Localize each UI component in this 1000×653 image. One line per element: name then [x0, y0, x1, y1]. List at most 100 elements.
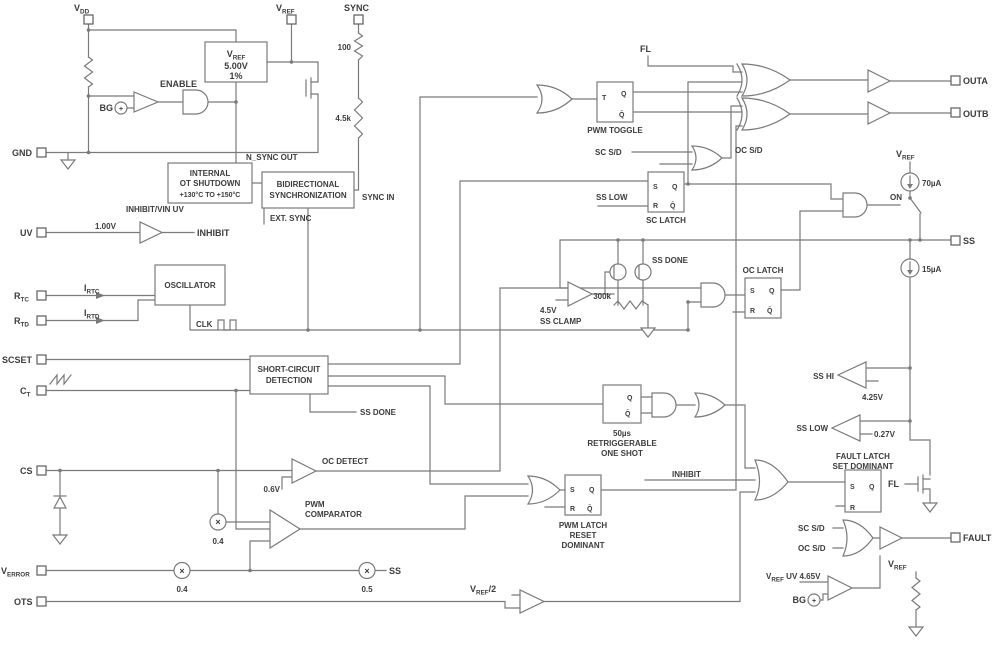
ground-icon [51, 534, 69, 545]
label-bg-2: BG [793, 595, 807, 605]
ground-icon [639, 327, 657, 338]
ground-icon [59, 159, 77, 170]
label-nsync-out: N_SYNC OUT [246, 153, 298, 162]
ff-letter-qb: Q̄ [625, 409, 631, 418]
comparator-vref-uv [827, 575, 854, 601]
block-ot-line1: INTERNAL [190, 169, 231, 178]
and-gate-enable [182, 89, 209, 115]
wire-top-left [45, 23, 360, 225]
comparator-ss-hi [836, 361, 867, 389]
zener-diode-body [52, 495, 68, 509]
ground-icon [907, 626, 925, 637]
ff-letter-q: Q [589, 487, 595, 494]
comparator-ss-low [830, 414, 861, 442]
label-0v6: 0.6V [264, 485, 281, 494]
label-clk: CLK [196, 320, 213, 329]
current-source-arrowhead [907, 270, 913, 275]
transistor-ss-done-1 [609, 263, 627, 281]
block-scd-line2: DETECTION [266, 376, 312, 385]
sawtooth-waveform-icon [49, 373, 72, 386]
pin-ss: SS [950, 235, 975, 246]
block-vref-regulator: VREF 5.00V 1% [204, 41, 268, 83]
latch-sc: S Q R Q̄ SC LATCH [646, 171, 686, 225]
label-ext-sync: EXT. SYNC [270, 214, 312, 223]
label-fl-2: FL [888, 479, 899, 489]
or-gate-fault-out [842, 519, 874, 557]
pin-rtd: RTD [14, 315, 47, 329]
wire-ots [45, 491, 756, 609]
pin-verror-label: VERROR [1, 566, 30, 579]
label-1v00: 1.00V [95, 222, 117, 231]
resistor-300k [613, 300, 649, 310]
label-vref-uv: VREF UV 4.65V [766, 572, 821, 584]
label-one-shot-1: 50µs [613, 429, 632, 438]
label-sync-in: SYNC IN [362, 193, 395, 202]
label-pwm-latch-1: PWM LATCH [559, 521, 608, 530]
comparator-oc-detect [291, 458, 318, 484]
and-gate-one-shot [651, 392, 677, 418]
pin-outb-label: OUTB [963, 109, 989, 119]
block-bidir-line1: BIDIRECTIONAL [277, 180, 340, 189]
wire-fault-bottom [787, 478, 952, 628]
ground-icon [921, 502, 939, 513]
label-pwm-latch-3: DOMINANT [561, 541, 604, 550]
flipflop-pwm-toggle: T Q Q̄ PWM TOGGLE [587, 81, 643, 135]
ff-letter-qb: Q̄ [619, 110, 625, 119]
resistor-vdd [83, 56, 94, 88]
pin-vdd: VDD [74, 3, 94, 25]
xor-gate-outb [740, 97, 792, 131]
resistor-vref-bottom [911, 577, 921, 611]
ff-letter-r: R [850, 505, 855, 512]
pin-vdd-label: VDD [74, 3, 90, 16]
buffer-outa [867, 69, 892, 93]
resistor-100 [353, 32, 364, 61]
pin-ct-label: CT [20, 386, 31, 399]
ff-letter-r: R [653, 203, 658, 210]
pin-sync: SYNC [344, 3, 370, 25]
ff-letter-qb: Q̄ [670, 201, 676, 210]
and-gate-oc-latch-in [700, 282, 726, 308]
pin-rtc-label: RTC [14, 291, 29, 304]
net-labels: ENABLE BG + 100 4.5k N_SYNC OUT SYNC IN … [84, 43, 942, 605]
label-one-shot-3: ONE SHOT [601, 449, 643, 458]
pin-gnd-label: GND [12, 148, 33, 158]
pin-uv-label: UV [20, 228, 33, 238]
wire-ss [555, 161, 952, 476]
label-inhibit-vin-uv: INHIBIT/VIN UV [126, 205, 184, 214]
label-bg: BG [100, 103, 114, 113]
bandgap-icon [807, 593, 821, 607]
pin-fault-label: FAULT [963, 533, 992, 543]
switch-on-icon [909, 197, 922, 214]
pin-cs-label: CS [20, 466, 33, 476]
comparator-uv [139, 221, 164, 244]
label-ss-hi: SS HI [813, 372, 834, 381]
pin-ots: OTS [14, 596, 47, 607]
multiplier-3 [358, 561, 376, 580]
current-source-arrowhead [907, 184, 913, 189]
or-gate-sc-sd [690, 145, 723, 171]
current-arrow-icon [96, 292, 105, 299]
or-gate-one-shot [693, 392, 726, 418]
buffer-fault [879, 526, 904, 550]
pin-fault: FAULT [950, 532, 992, 543]
wire-pwm [45, 125, 743, 572]
pin-ss-label: SS [963, 236, 975, 246]
xor-arc [736, 63, 743, 97]
mosfet-fault-icon [917, 474, 924, 494]
junction-dots [58, 28, 922, 573]
ff-letter-qb: Q̄ [587, 504, 593, 513]
block-ot-shutdown: INTERNAL OT SHUTDOWN +130°C TO +150°C [167, 162, 253, 204]
ff-letter-t: T [602, 95, 607, 102]
pin-outb: OUTB [950, 107, 989, 119]
opamp-bg-icon [133, 91, 160, 113]
label-pwm-comp-2: COMPARATOR [305, 510, 362, 519]
label-4k5: 4.5k [335, 114, 351, 123]
multiply-icon: × [215, 517, 220, 527]
transistor-ss-done-2 [634, 263, 652, 281]
pin-vref-label: VREF [276, 3, 295, 16]
label-100: 100 [338, 43, 352, 52]
multiplier-1 [209, 513, 227, 531]
block-vref-line1: VREF [227, 49, 246, 62]
or-gate-pwm-toggle-in [535, 84, 573, 114]
